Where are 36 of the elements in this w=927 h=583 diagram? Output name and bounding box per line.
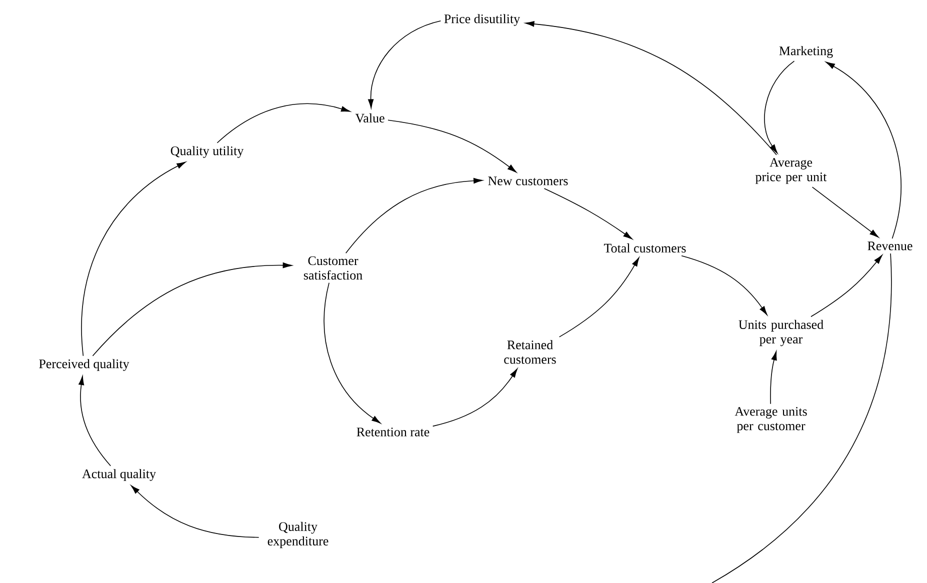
arrow: [130, 485, 260, 538]
variable-label: Average units per customer: [734, 407, 807, 433]
variable-label: Average price per unit: [755, 158, 827, 184]
arrow: [324, 282, 381, 424]
arrow: [525, 21, 777, 156]
arrow: [764, 60, 795, 154]
arrow: [345, 178, 483, 254]
variable-label: Retained customers: [504, 340, 556, 364]
arrow: [681, 255, 768, 316]
variable-label: Value: [355, 113, 384, 123]
variable-label: Perceived quality: [39, 359, 130, 371]
variable-label: Marketing: [779, 46, 833, 58]
arrow: [558, 257, 640, 338]
arrow: [826, 62, 902, 239]
arrow: [544, 188, 632, 240]
variable-label: Quality expenditure: [268, 522, 328, 548]
arrow: [388, 120, 517, 173]
arrow: [810, 254, 882, 318]
arrow: [92, 262, 292, 356]
variable-label: Quality utility: [170, 146, 244, 158]
variable-label: Units purchased per year: [738, 320, 824, 346]
arrow: [770, 351, 777, 404]
variable-label: Retention rate: [356, 428, 430, 436]
variable-label: New customers: [488, 176, 568, 186]
connector-line: [712, 253, 892, 583]
arrow: [812, 186, 879, 238]
arrow: [78, 376, 112, 466]
variable-label: Actual quality: [82, 469, 156, 481]
arrow: [368, 20, 442, 108]
variable-label: Price disutility: [444, 14, 520, 26]
variable-label: Customer satisfaction: [304, 256, 362, 280]
variable-label: Revenue: [868, 242, 912, 250]
arrow: [81, 162, 186, 356]
arrow: [216, 103, 350, 144]
variable-label: Total customers: [604, 243, 686, 253]
arrow: [432, 368, 518, 427]
